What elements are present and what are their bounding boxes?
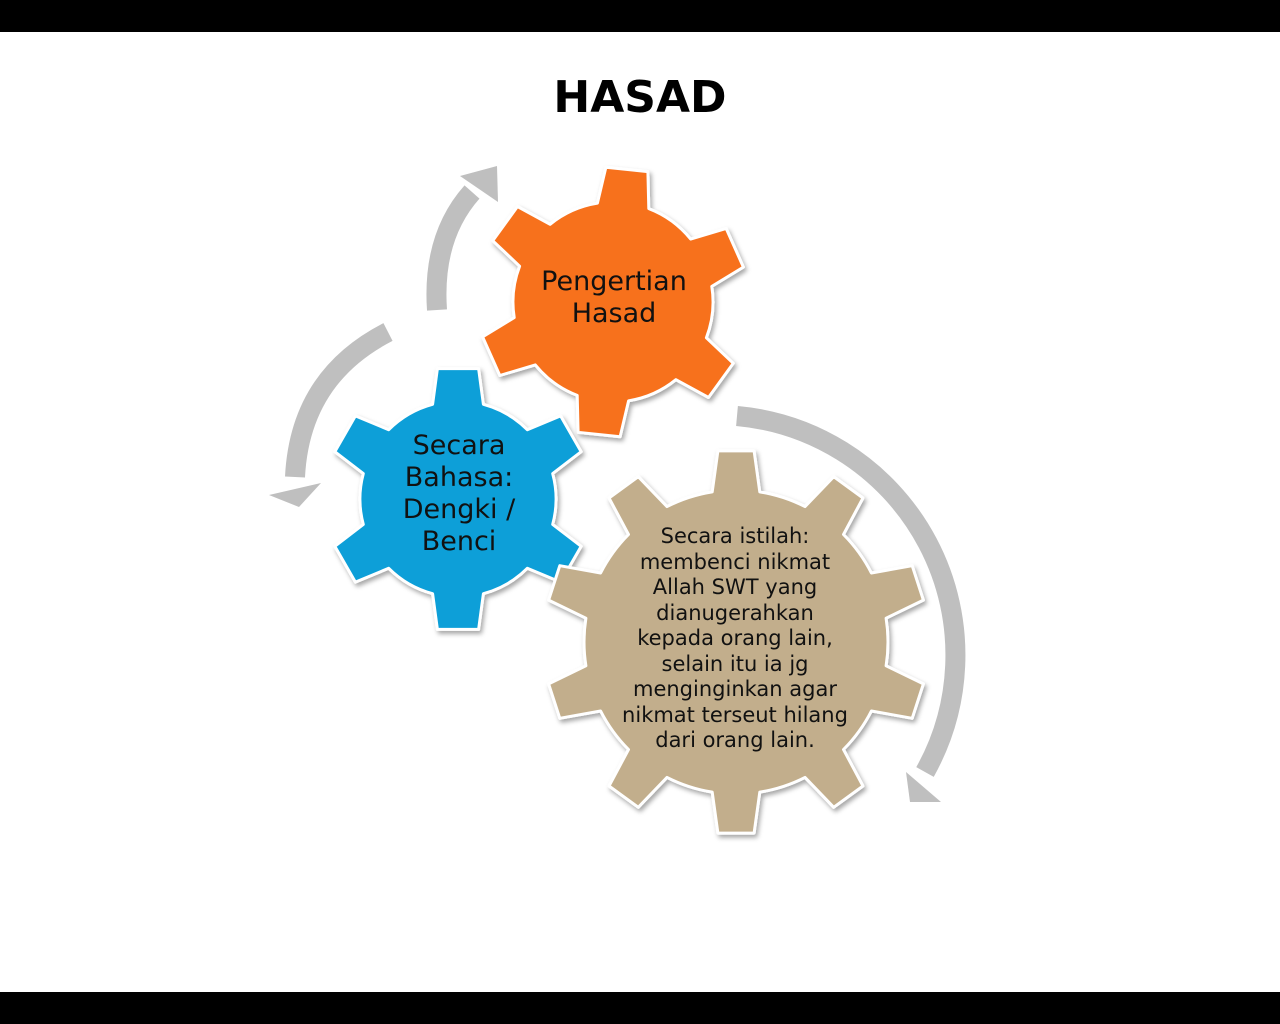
slide-title: HASAD xyxy=(553,72,727,123)
arrow-head-right xyxy=(906,772,941,802)
gear-top-label: Pengertian Hasad xyxy=(541,266,687,329)
gear-diagram xyxy=(269,165,966,835)
arrow-head-top xyxy=(460,166,498,202)
gear-left-label: Secara Bahasa: Dengki / Benci xyxy=(402,430,516,557)
cycle-arrows xyxy=(285,185,966,777)
arrow-left xyxy=(285,323,393,478)
gear-bottom xyxy=(547,449,925,835)
arrow-head-left xyxy=(269,483,321,507)
slide: HASAD Pengertian Hasad Secara Bahasa: De… xyxy=(0,32,1280,992)
gear-bottom-label: Secara istilah: membenci nikmat Allah SW… xyxy=(622,524,848,752)
gear-left xyxy=(333,367,583,631)
arrow-right xyxy=(736,406,966,777)
arrow-top-left xyxy=(426,185,480,311)
gear-top xyxy=(481,165,745,439)
arrow-heads xyxy=(269,166,941,802)
